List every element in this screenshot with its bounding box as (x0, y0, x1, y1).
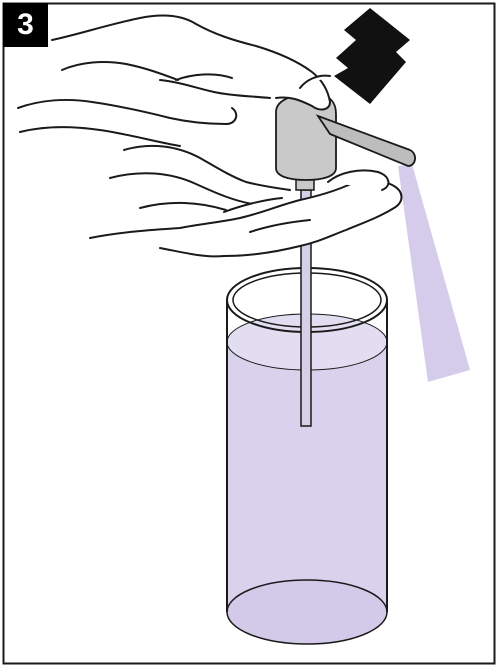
down-arrow-icon (334, 8, 410, 104)
glass-bottom (227, 580, 387, 644)
lower-hand-icon (90, 146, 402, 257)
spray-mist (398, 164, 470, 382)
step-number-badge: 3 (3, 3, 48, 47)
